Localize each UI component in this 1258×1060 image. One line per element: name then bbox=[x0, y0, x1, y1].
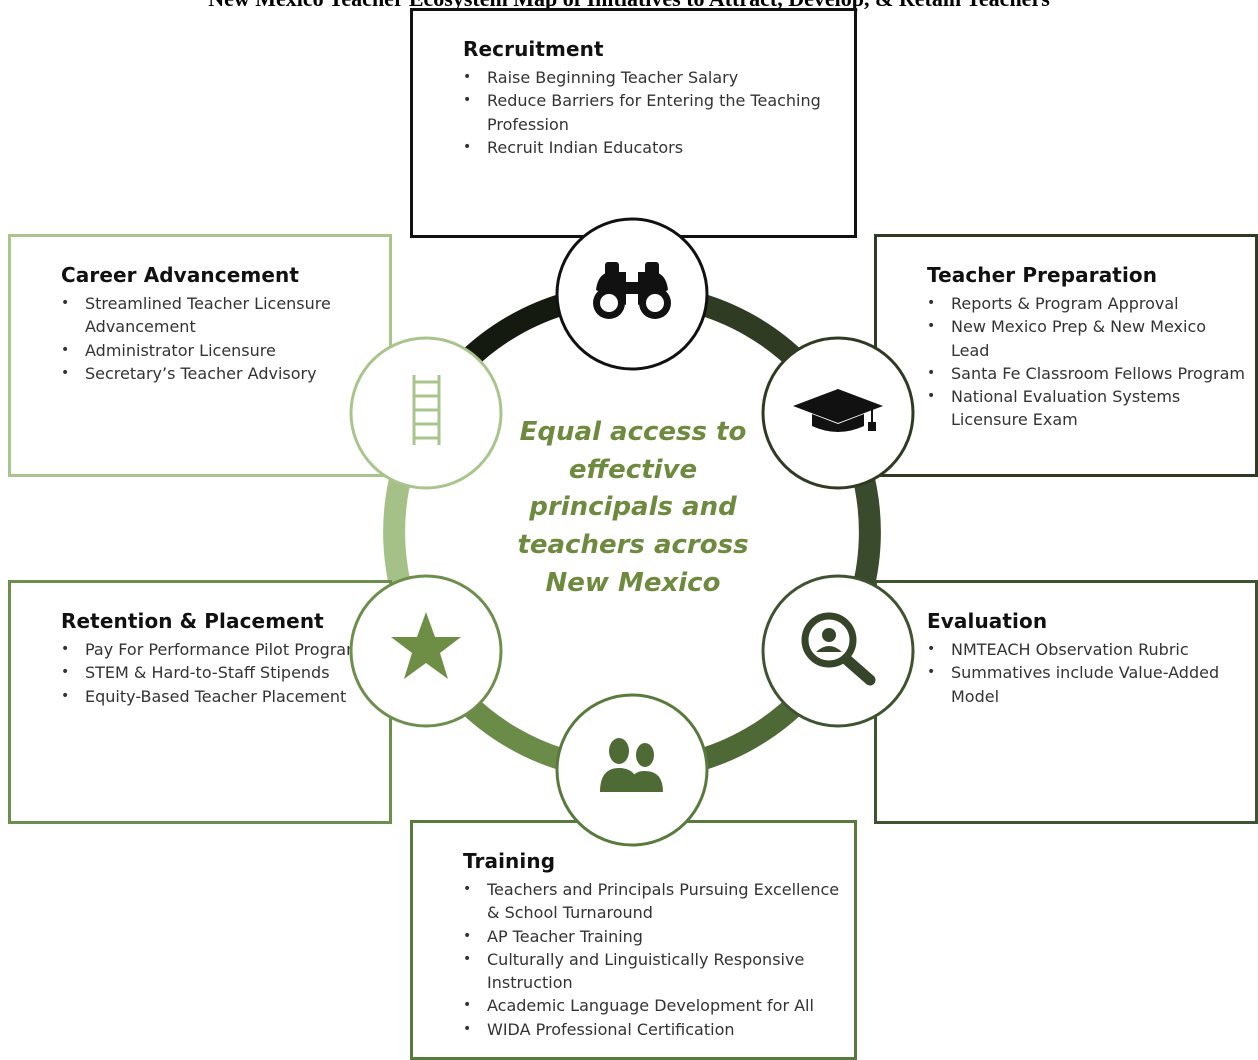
recruitment-node bbox=[555, 217, 709, 371]
evaluation-title: Evaluation bbox=[927, 609, 1048, 633]
evaluation-box: Evaluation NMTEACH Observation Rubric Su… bbox=[874, 580, 1258, 824]
list-item: Culturally and Linguistically Responsive… bbox=[463, 948, 844, 995]
retention-node bbox=[349, 574, 503, 728]
career-advancement-box: Career Advancement Streamlined Teacher L… bbox=[8, 234, 392, 477]
recruitment-title: Recruitment bbox=[463, 37, 604, 61]
training-node bbox=[555, 693, 709, 847]
list-item: Summatives include Value-Added Model bbox=[927, 661, 1235, 708]
list-item: Recruit Indian Educators bbox=[463, 136, 834, 160]
retention-placement-list: Pay For Performance Pilot Program STEM &… bbox=[61, 638, 369, 708]
teacher-preparation-node bbox=[761, 336, 915, 490]
recruitment-list: Raise Beginning Teacher Salary Reduce Ba… bbox=[463, 66, 834, 159]
retention-placement-box: Retention & Placement Pay For Performanc… bbox=[8, 580, 392, 824]
career-advancement-title: Career Advancement bbox=[61, 263, 299, 287]
diagram-title: New Mexico Teacher Ecosystem Map of Init… bbox=[0, 0, 1258, 12]
list-item: Reduce Barriers for Entering the Teachin… bbox=[463, 89, 834, 136]
list-item: Reports & Program Approval bbox=[927, 292, 1245, 316]
list-item: Equity-Based Teacher Placement bbox=[61, 685, 369, 709]
list-item: Academic Language Development for All bbox=[463, 994, 844, 1018]
teacher-preparation-list: Reports & Program Approval New Mexico Pr… bbox=[927, 292, 1245, 432]
list-item: Streamlined Teacher Licensure Advancemen… bbox=[61, 292, 369, 339]
list-item: Teachers and Principals Pursuing Excelle… bbox=[463, 878, 844, 925]
binoculars-icon bbox=[593, 262, 671, 319]
list-item: STEM & Hard-to-Staff Stipends bbox=[61, 661, 369, 685]
career-advancement-node bbox=[349, 336, 503, 490]
graduation-cap-icon bbox=[793, 389, 883, 432]
list-item: NMTEACH Observation Rubric bbox=[927, 638, 1235, 662]
ladder-icon bbox=[412, 375, 441, 445]
magnifier-person-icon bbox=[801, 612, 876, 686]
training-title: Training bbox=[463, 849, 556, 873]
teacher-preparation-box: Teacher Preparation Reports & Program Ap… bbox=[874, 234, 1258, 477]
career-advancement-list: Streamlined Teacher Licensure Advancemen… bbox=[61, 292, 369, 385]
list-item: New Mexico Prep & New Mexico Lead bbox=[927, 315, 1245, 362]
list-item: Raise Beginning Teacher Salary bbox=[463, 66, 834, 90]
training-list: Teachers and Principals Pursuing Excelle… bbox=[463, 878, 844, 1041]
people-icon bbox=[600, 738, 663, 792]
list-item: Administrator Licensure bbox=[61, 339, 369, 363]
list-item: WIDA Professional Certification bbox=[463, 1018, 844, 1042]
training-box: Training Teachers and Principals Pursuin… bbox=[410, 820, 857, 1060]
list-item: National Evaluation Systems Licensure Ex… bbox=[927, 385, 1245, 432]
list-item: AP Teacher Training bbox=[463, 925, 844, 949]
teacher-preparation-title: Teacher Preparation bbox=[927, 263, 1158, 287]
center-statement: Equal access to effective principals and… bbox=[517, 417, 749, 598]
list-item: Secretary’s Teacher Advisory bbox=[61, 362, 369, 386]
list-item: Pay For Performance Pilot Program bbox=[61, 638, 369, 662]
star-icon bbox=[391, 612, 461, 679]
evaluation-node bbox=[761, 574, 915, 728]
evaluation-list: NMTEACH Observation Rubric Summatives in… bbox=[927, 638, 1235, 708]
retention-placement-title: Retention & Placement bbox=[61, 609, 324, 633]
list-item: Santa Fe Classroom Fellows Program bbox=[927, 362, 1245, 386]
